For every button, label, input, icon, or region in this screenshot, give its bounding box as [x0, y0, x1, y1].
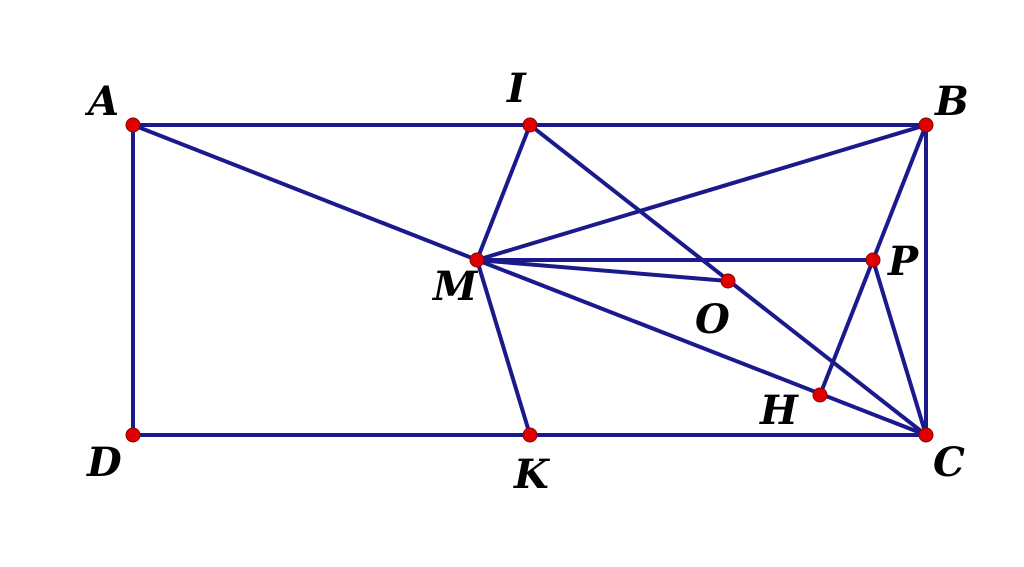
point-d — [125, 427, 141, 443]
point-a — [125, 117, 141, 133]
point-b — [918, 117, 934, 133]
segment-mb — [475, 123, 928, 262]
segment-mo — [475, 258, 730, 283]
label-o: O — [695, 296, 730, 343]
segment-ph — [818, 258, 875, 397]
label-p: P — [887, 238, 920, 285]
point-c — [918, 427, 934, 443]
label-b: B — [934, 78, 969, 125]
label-m: M — [431, 263, 479, 310]
segments-group — [131, 123, 928, 437]
point-p — [865, 252, 881, 268]
label-c: C — [933, 439, 965, 486]
label-h: H — [759, 387, 799, 434]
segment-mc — [475, 258, 928, 437]
point-k — [522, 427, 538, 443]
label-k: K — [513, 451, 551, 498]
label-d: D — [86, 439, 122, 486]
segment-pc — [871, 258, 928, 437]
segment-bp — [871, 123, 928, 262]
point-o — [720, 273, 736, 289]
segment-mi — [475, 123, 532, 262]
segment-mk — [475, 258, 532, 437]
label-i: I — [506, 65, 527, 112]
point-i — [522, 117, 538, 133]
point-h — [812, 387, 828, 403]
point-m — [469, 252, 485, 268]
points-group — [125, 117, 934, 443]
label-a: A — [84, 78, 119, 125]
segment-am — [131, 123, 479, 262]
labels-group: A I B M P OH D K C — [84, 65, 969, 498]
